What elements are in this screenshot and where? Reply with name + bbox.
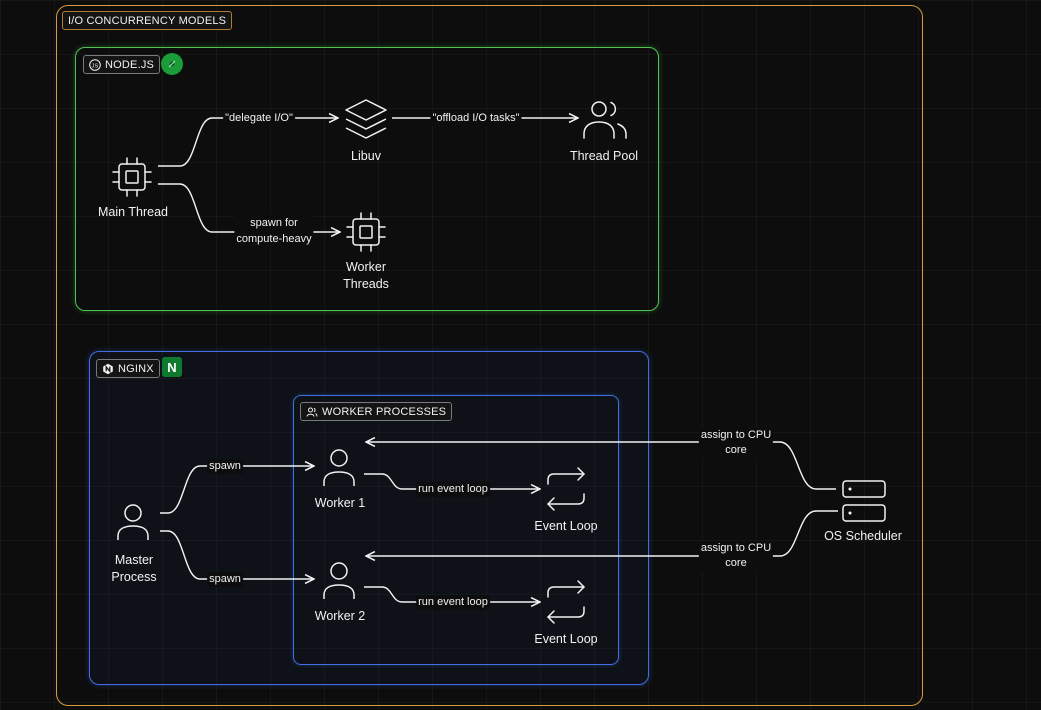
- spawn-worker2-edge-label: spawn: [207, 572, 243, 587]
- master-process-label: Master Process: [111, 553, 157, 584]
- edge-spawn-worker2: [160, 530, 314, 579]
- worker-processes-group: [293, 395, 619, 665]
- edge-spawn-worker1: [160, 466, 314, 514]
- run-loop-2-edge-label: run event loop: [416, 595, 490, 610]
- nodejs-status-icon: [161, 53, 183, 75]
- svg-text:JS: JS: [92, 63, 99, 69]
- edge-delegate-io: [158, 118, 338, 167]
- worker1-user-icon: [323, 449, 355, 486]
- edge-spawn-compute: [158, 183, 340, 232]
- assign-cpu-2-edge-label: assign to CPU core: [698, 541, 774, 571]
- worker-threads-label: Worker Threads: [343, 260, 389, 291]
- worker-processes-title: WORKER PROCESSES: [300, 402, 453, 421]
- nodejs-logo-icon: JS: [89, 58, 101, 71]
- delegate-io-edge-label: "delegate I/O": [223, 111, 295, 126]
- event-loop-2-label: Event Loop: [534, 632, 598, 646]
- worker-threads-cpu-icon: [346, 212, 386, 252]
- worker2-user-icon: [323, 562, 355, 599]
- nodejs-group-title: JS NODE.JS: [83, 55, 161, 74]
- nginx-logo-icon: [103, 363, 113, 374]
- nginx-group-title: NGINX: [96, 359, 160, 378]
- nginx-badge-icon: N: [162, 357, 182, 377]
- edge-assign-worker1: [366, 442, 836, 490]
- io-concurrency-models-group: [56, 5, 923, 706]
- worker2-label: Worker 2: [314, 609, 366, 623]
- master-process-user-icon: [117, 504, 149, 540]
- os-scheduler-server-icon: [842, 480, 886, 522]
- worker1-label: Worker 1: [314, 496, 366, 510]
- edge-assign-worker2: [366, 510, 838, 556]
- edge-run-loop-2: [364, 586, 540, 602]
- offload-io-edge-label: "offload I/O tasks": [430, 111, 522, 126]
- outer-group-title: I/O CONCURRENCY MODELS: [62, 11, 233, 30]
- edge-run-loop-1: [364, 473, 540, 489]
- spawn-compute-edge-label: spawn for compute-heavy: [234, 215, 314, 247]
- libuv-label: Libuv: [351, 149, 381, 163]
- thread-pool-label: Thread Pool: [569, 149, 639, 163]
- os-scheduler-label: OS Scheduler: [824, 529, 902, 543]
- assign-cpu-1-edge-label: assign to CPU core: [698, 428, 774, 458]
- event-loop-1-label: Event Loop: [534, 519, 598, 533]
- nodejs-group: [75, 47, 659, 311]
- libuv-layers-icon: [345, 99, 387, 139]
- main-thread-label: Main Thread: [98, 205, 168, 219]
- main-thread-cpu-icon: [112, 157, 152, 197]
- users-icon: [306, 407, 318, 417]
- event-loop-1-icon: [547, 467, 585, 511]
- event-loop-2-icon: [547, 580, 585, 624]
- thread-pool-users-icon: [583, 101, 627, 139]
- spawn-worker1-edge-label: spawn: [207, 459, 243, 474]
- run-loop-1-edge-label: run event loop: [416, 482, 490, 497]
